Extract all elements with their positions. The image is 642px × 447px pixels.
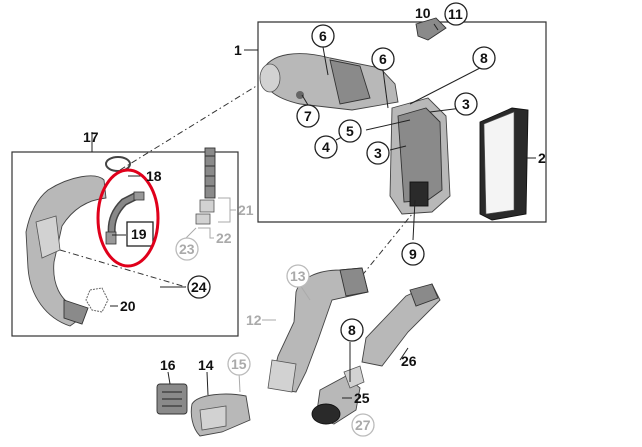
lower-duct xyxy=(311,365,365,425)
label-3b: 3 xyxy=(374,145,382,161)
vent-tube-21 xyxy=(195,147,216,225)
filter-housing xyxy=(389,97,451,215)
callout-27-circle xyxy=(351,413,375,437)
callout-9-circle xyxy=(401,242,425,266)
assembly-frame-left xyxy=(11,151,239,337)
label-2: 2 xyxy=(538,150,546,166)
callout-3a-circle xyxy=(454,92,478,116)
label-9: 9 xyxy=(409,246,417,262)
label-1: 1 xyxy=(234,42,242,58)
label-19: 19 xyxy=(131,226,147,242)
callout-6b-circle xyxy=(371,47,395,71)
label-8a: 8 xyxy=(480,50,488,66)
label-26: 26 xyxy=(401,353,417,369)
label-24: 24 xyxy=(191,279,207,295)
hose-19 xyxy=(105,191,145,245)
callout-24-circle xyxy=(187,275,211,299)
label-15: 15 xyxy=(231,356,247,372)
label-12: 12 xyxy=(246,312,262,328)
intake-duct-left xyxy=(25,175,107,327)
label-6b: 6 xyxy=(379,51,387,67)
label-22: 22 xyxy=(216,230,232,246)
connect-line-9 xyxy=(359,207,418,279)
callout-8a-circle xyxy=(472,46,496,70)
callout-4-circle xyxy=(314,135,338,159)
label-13: 13 xyxy=(290,268,306,284)
filter-element xyxy=(479,107,529,221)
highlight-ring-19 xyxy=(96,168,160,268)
label-18: 18 xyxy=(146,168,162,184)
middle-duct xyxy=(267,267,369,393)
label-21: 21 xyxy=(238,202,254,218)
inlet-14 xyxy=(190,393,251,437)
label-11: 11 xyxy=(448,6,463,22)
callout-13-circle xyxy=(286,264,310,288)
label-16: 16 xyxy=(160,357,176,373)
callout-19-box xyxy=(126,221,154,247)
leader-lines xyxy=(91,23,536,399)
label-3a: 3 xyxy=(462,96,470,112)
right-duct xyxy=(361,283,441,367)
label-14: 14 xyxy=(198,357,214,373)
callout-7-circle xyxy=(296,104,320,128)
callout-15-circle xyxy=(227,352,251,376)
label-5: 5 xyxy=(346,123,354,139)
label-23: 23 xyxy=(179,241,195,257)
label-8b: 8 xyxy=(348,322,356,338)
label-25: 25 xyxy=(354,390,370,406)
callout-23-circle xyxy=(175,237,199,261)
connect-line-17 xyxy=(119,84,259,171)
label-27: 27 xyxy=(355,417,371,433)
label-20: 20 xyxy=(120,298,136,314)
label-6a: 6 xyxy=(319,28,327,44)
air-intake-pipe xyxy=(259,53,399,111)
callout-3b-circle xyxy=(366,141,390,165)
callout-11-circle xyxy=(444,2,468,26)
assembly-frame-right xyxy=(257,21,547,223)
label-17: 17 xyxy=(83,129,99,145)
leader-lines-grey xyxy=(185,197,311,393)
label-7: 7 xyxy=(304,108,312,124)
grille-16 xyxy=(156,383,188,415)
callout-5-circle xyxy=(338,119,362,143)
sensor-part xyxy=(415,17,447,41)
callout-6a-circle xyxy=(311,24,335,48)
label-4: 4 xyxy=(322,139,330,155)
callout-8b-circle xyxy=(340,318,364,342)
seal-20 xyxy=(85,287,109,313)
connect-line-24 xyxy=(59,249,187,288)
label-10: 10 xyxy=(415,5,431,21)
